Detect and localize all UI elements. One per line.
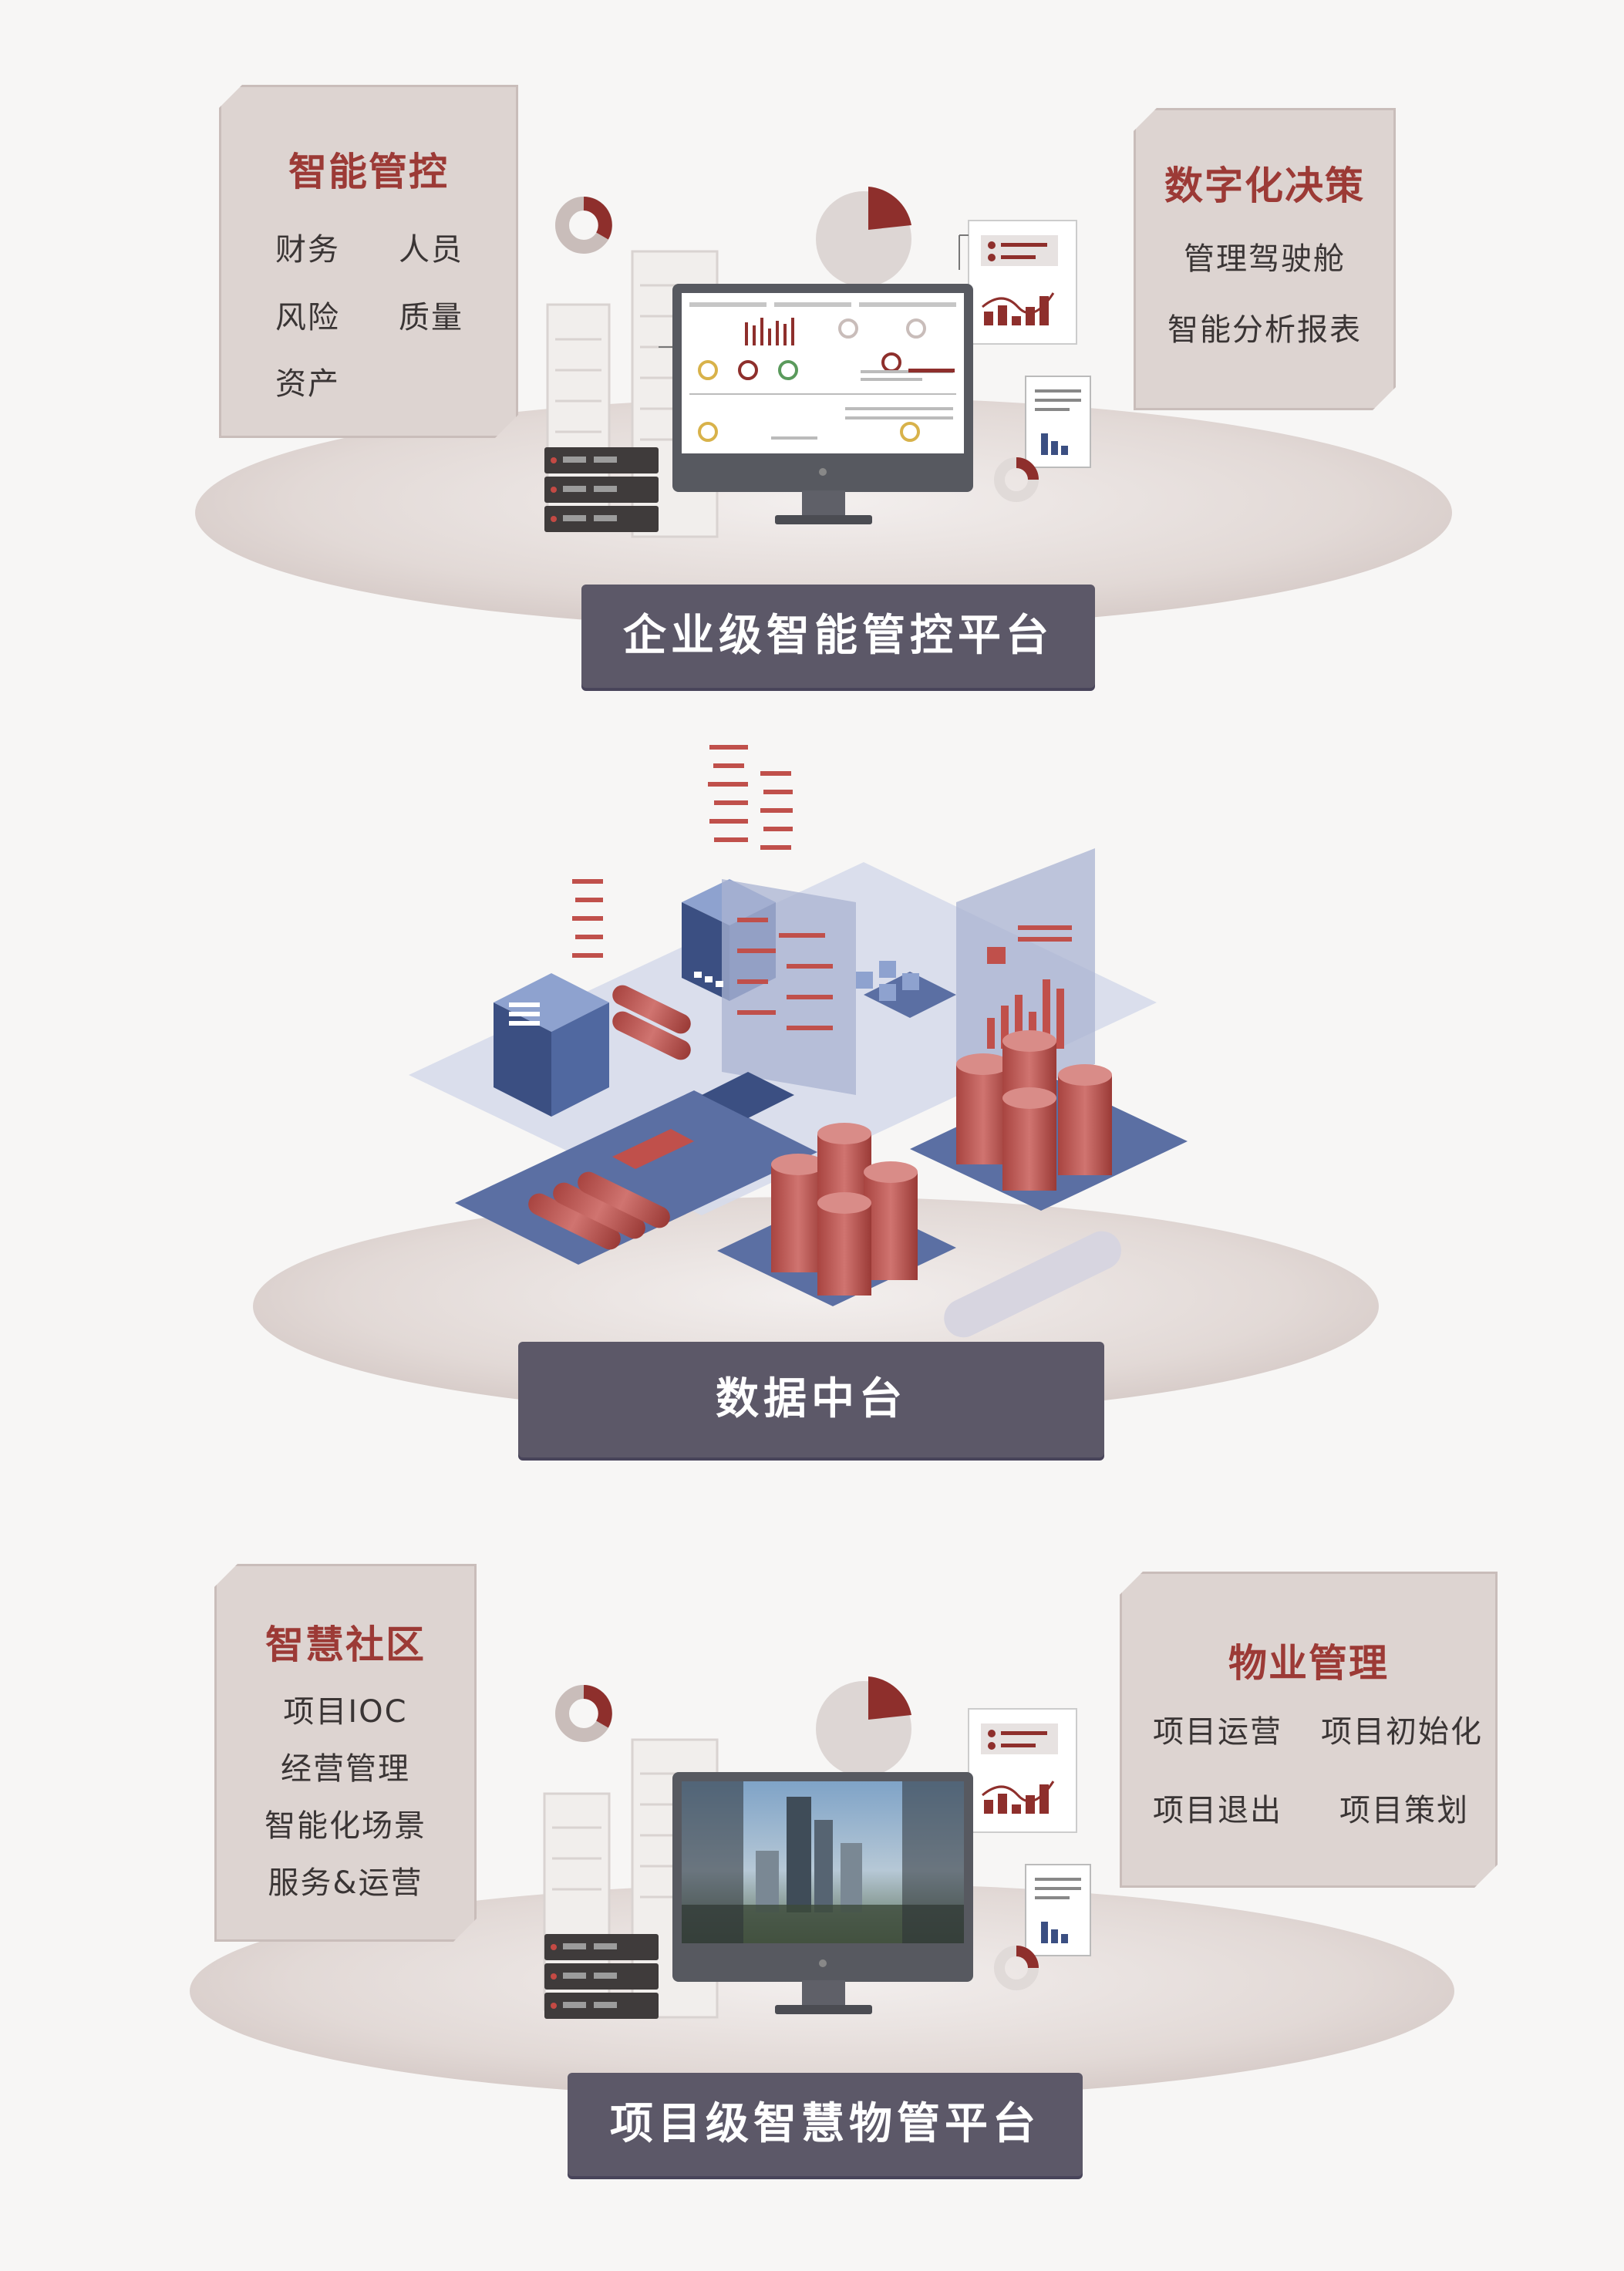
card-item: 风险 bbox=[275, 300, 340, 335]
data-platform-banner: 数据中台 bbox=[518, 1342, 1104, 1457]
card-title: 智能管控 bbox=[288, 150, 449, 194]
document-icon bbox=[1025, 1864, 1091, 1956]
card-item: 项目初始化 bbox=[1321, 1714, 1483, 1750]
bottom-platform-banner: 项目级智慧物管平台 bbox=[568, 2073, 1083, 2176]
pie-chart-icon bbox=[816, 187, 911, 287]
card-item: 服务&运营 bbox=[268, 1865, 423, 1901]
card-item: 项目退出 bbox=[1153, 1793, 1282, 1828]
top-platform-illustration bbox=[195, 187, 1452, 628]
donut-chart-icon bbox=[994, 457, 1039, 502]
bar-chart-icon bbox=[968, 220, 1077, 345]
card-title: 数字化决策 bbox=[1164, 163, 1365, 208]
card-item: 智能分析报表 bbox=[1167, 312, 1362, 348]
card-item: 项目IOC bbox=[283, 1694, 408, 1730]
monitor-icon bbox=[672, 1772, 973, 2014]
server-rack-icon bbox=[544, 1934, 659, 2019]
donut-chart-icon bbox=[555, 197, 612, 254]
card-title: 物业管理 bbox=[1228, 1641, 1389, 1686]
server-rack-icon bbox=[544, 447, 659, 532]
bottom-left-card: 智慧社区 项目IOC 经营管理 智能化场景 服务&运营 bbox=[214, 1564, 477, 1942]
card-item: 人员 bbox=[399, 232, 463, 268]
card-item: 项目策划 bbox=[1339, 1793, 1469, 1828]
card-title: 智慧社区 bbox=[265, 1622, 426, 1667]
document-icon bbox=[1025, 376, 1091, 468]
card-item: 管理驾驶舱 bbox=[1184, 241, 1346, 277]
bottom-right-card: 物业管理 项目运营 项目初始化 项目退出 项目策划 bbox=[1120, 1572, 1498, 1888]
database-cylinder-icon bbox=[528, 985, 694, 1250]
card-item: 智能化场景 bbox=[264, 1808, 426, 1844]
card-item: 经营管理 bbox=[281, 1751, 410, 1787]
database-cylinder-icon bbox=[771, 1030, 1112, 1296]
donut-chart-icon bbox=[994, 1946, 1039, 1990]
card-item: 资产 bbox=[275, 366, 340, 402]
top-right-card: 数字化决策 管理驾驶舱 智能分析报表 bbox=[1134, 108, 1396, 410]
top-platform-banner: 企业级智能管控平台 bbox=[581, 585, 1095, 688]
card-item: 项目运营 bbox=[1153, 1714, 1282, 1750]
card-item: 财务 bbox=[275, 232, 340, 268]
pie-chart-icon bbox=[816, 1676, 911, 1777]
card-item: 质量 bbox=[399, 300, 463, 335]
top-left-card: 智能管控 财务 人员 风险 质量 资产 bbox=[219, 85, 518, 438]
donut-chart-icon bbox=[555, 1685, 612, 1742]
bar-chart-icon bbox=[968, 1708, 1077, 1833]
